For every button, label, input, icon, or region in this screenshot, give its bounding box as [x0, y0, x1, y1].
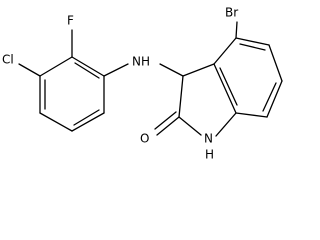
benzo-ring	[213, 37, 283, 118]
bond	[268, 44, 283, 82]
bond	[213, 63, 237, 114]
double-bond-inner-line	[262, 82, 277, 112]
chlorofluorophenyl-ring	[39, 56, 105, 132]
bond	[235, 37, 270, 46]
bond-c-cl	[18, 63, 41, 77]
bond	[71, 112, 105, 132]
chemical-structure-diagram: Br F Cl NH N H O	[2, 6, 283, 162]
bond	[178, 75, 184, 118]
atom-label-o: O	[140, 132, 149, 146]
double-bond-inner-line	[74, 62, 100, 79]
lactam-ring	[178, 63, 237, 137]
bond	[71, 56, 105, 77]
bond	[178, 116, 202, 136]
double-bond-inner-line	[73, 109, 100, 126]
atom-label-br: Br	[225, 6, 238, 20]
bond	[235, 112, 268, 118]
bond	[215, 112, 237, 137]
bond	[182, 63, 215, 77]
atom-label-cl: Cl	[2, 53, 14, 67]
atom-label-f: F	[67, 14, 74, 28]
bond	[39, 56, 73, 77]
bond-c-br	[235, 21, 238, 39]
bond	[39, 112, 73, 132]
carbonyl-bond	[156, 116, 180, 136]
double-bond-inner-line	[219, 67, 238, 106]
bond	[213, 37, 237, 65]
atom-label-n-lactam: N	[204, 132, 213, 146]
atom-label-nh-amine: NH	[132, 55, 150, 69]
double-bond-inner-line	[239, 43, 266, 51]
bond-c-nh	[103, 63, 129, 77]
carbonyl-bond	[154, 111, 177, 130]
bond	[266, 80, 283, 118]
bond-nh-c3	[159, 63, 184, 77]
atom-label-h-lactam: H	[205, 148, 214, 162]
